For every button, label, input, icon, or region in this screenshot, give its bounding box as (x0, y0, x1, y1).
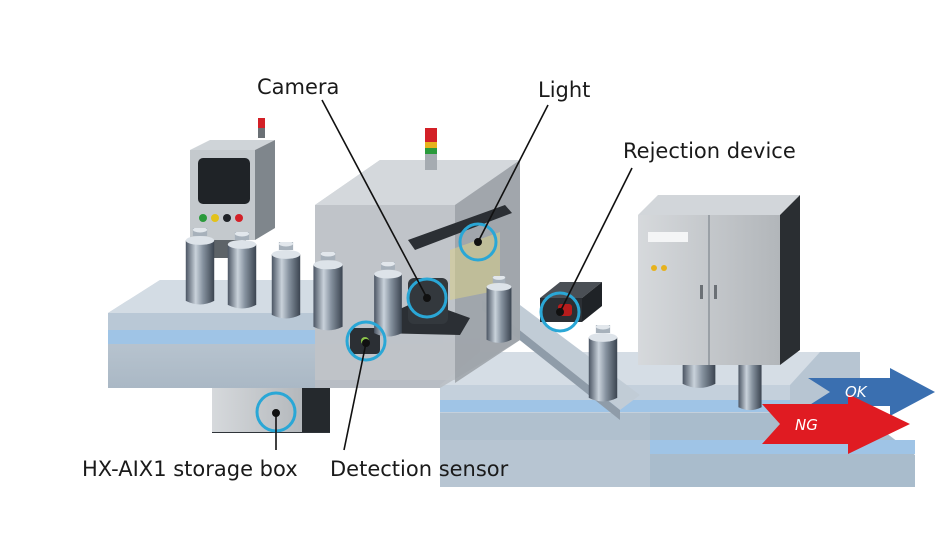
light-ring (458, 222, 498, 262)
ng-arrow-label: NG (795, 416, 818, 434)
leader-lines (271, 99, 633, 451)
rejection-device-ring (539, 291, 581, 333)
ng-arrow (762, 394, 910, 454)
inspection-hood (315, 128, 520, 388)
detection-sensor-leader (343, 342, 367, 451)
conveyor-right (440, 352, 915, 487)
camera-leader (321, 99, 428, 299)
ok-arrow-label: OK (845, 383, 868, 401)
control-cabinet (638, 195, 800, 365)
rejection-device-label: Rejection device (623, 139, 796, 163)
light-label: Light (538, 78, 591, 102)
highlight-rings (255, 222, 581, 433)
rejection-device (540, 282, 602, 322)
camera-ring (406, 277, 448, 319)
detection-sensor-ring (345, 320, 387, 362)
detection-sensor-label: Detection sensor (330, 457, 509, 481)
storage-box-label: HX-AIX1 storage box (82, 457, 298, 481)
light-leader (477, 104, 549, 243)
control-panel (190, 118, 275, 258)
camera-label: Camera (257, 75, 340, 99)
rejection-device-leader (559, 167, 633, 313)
